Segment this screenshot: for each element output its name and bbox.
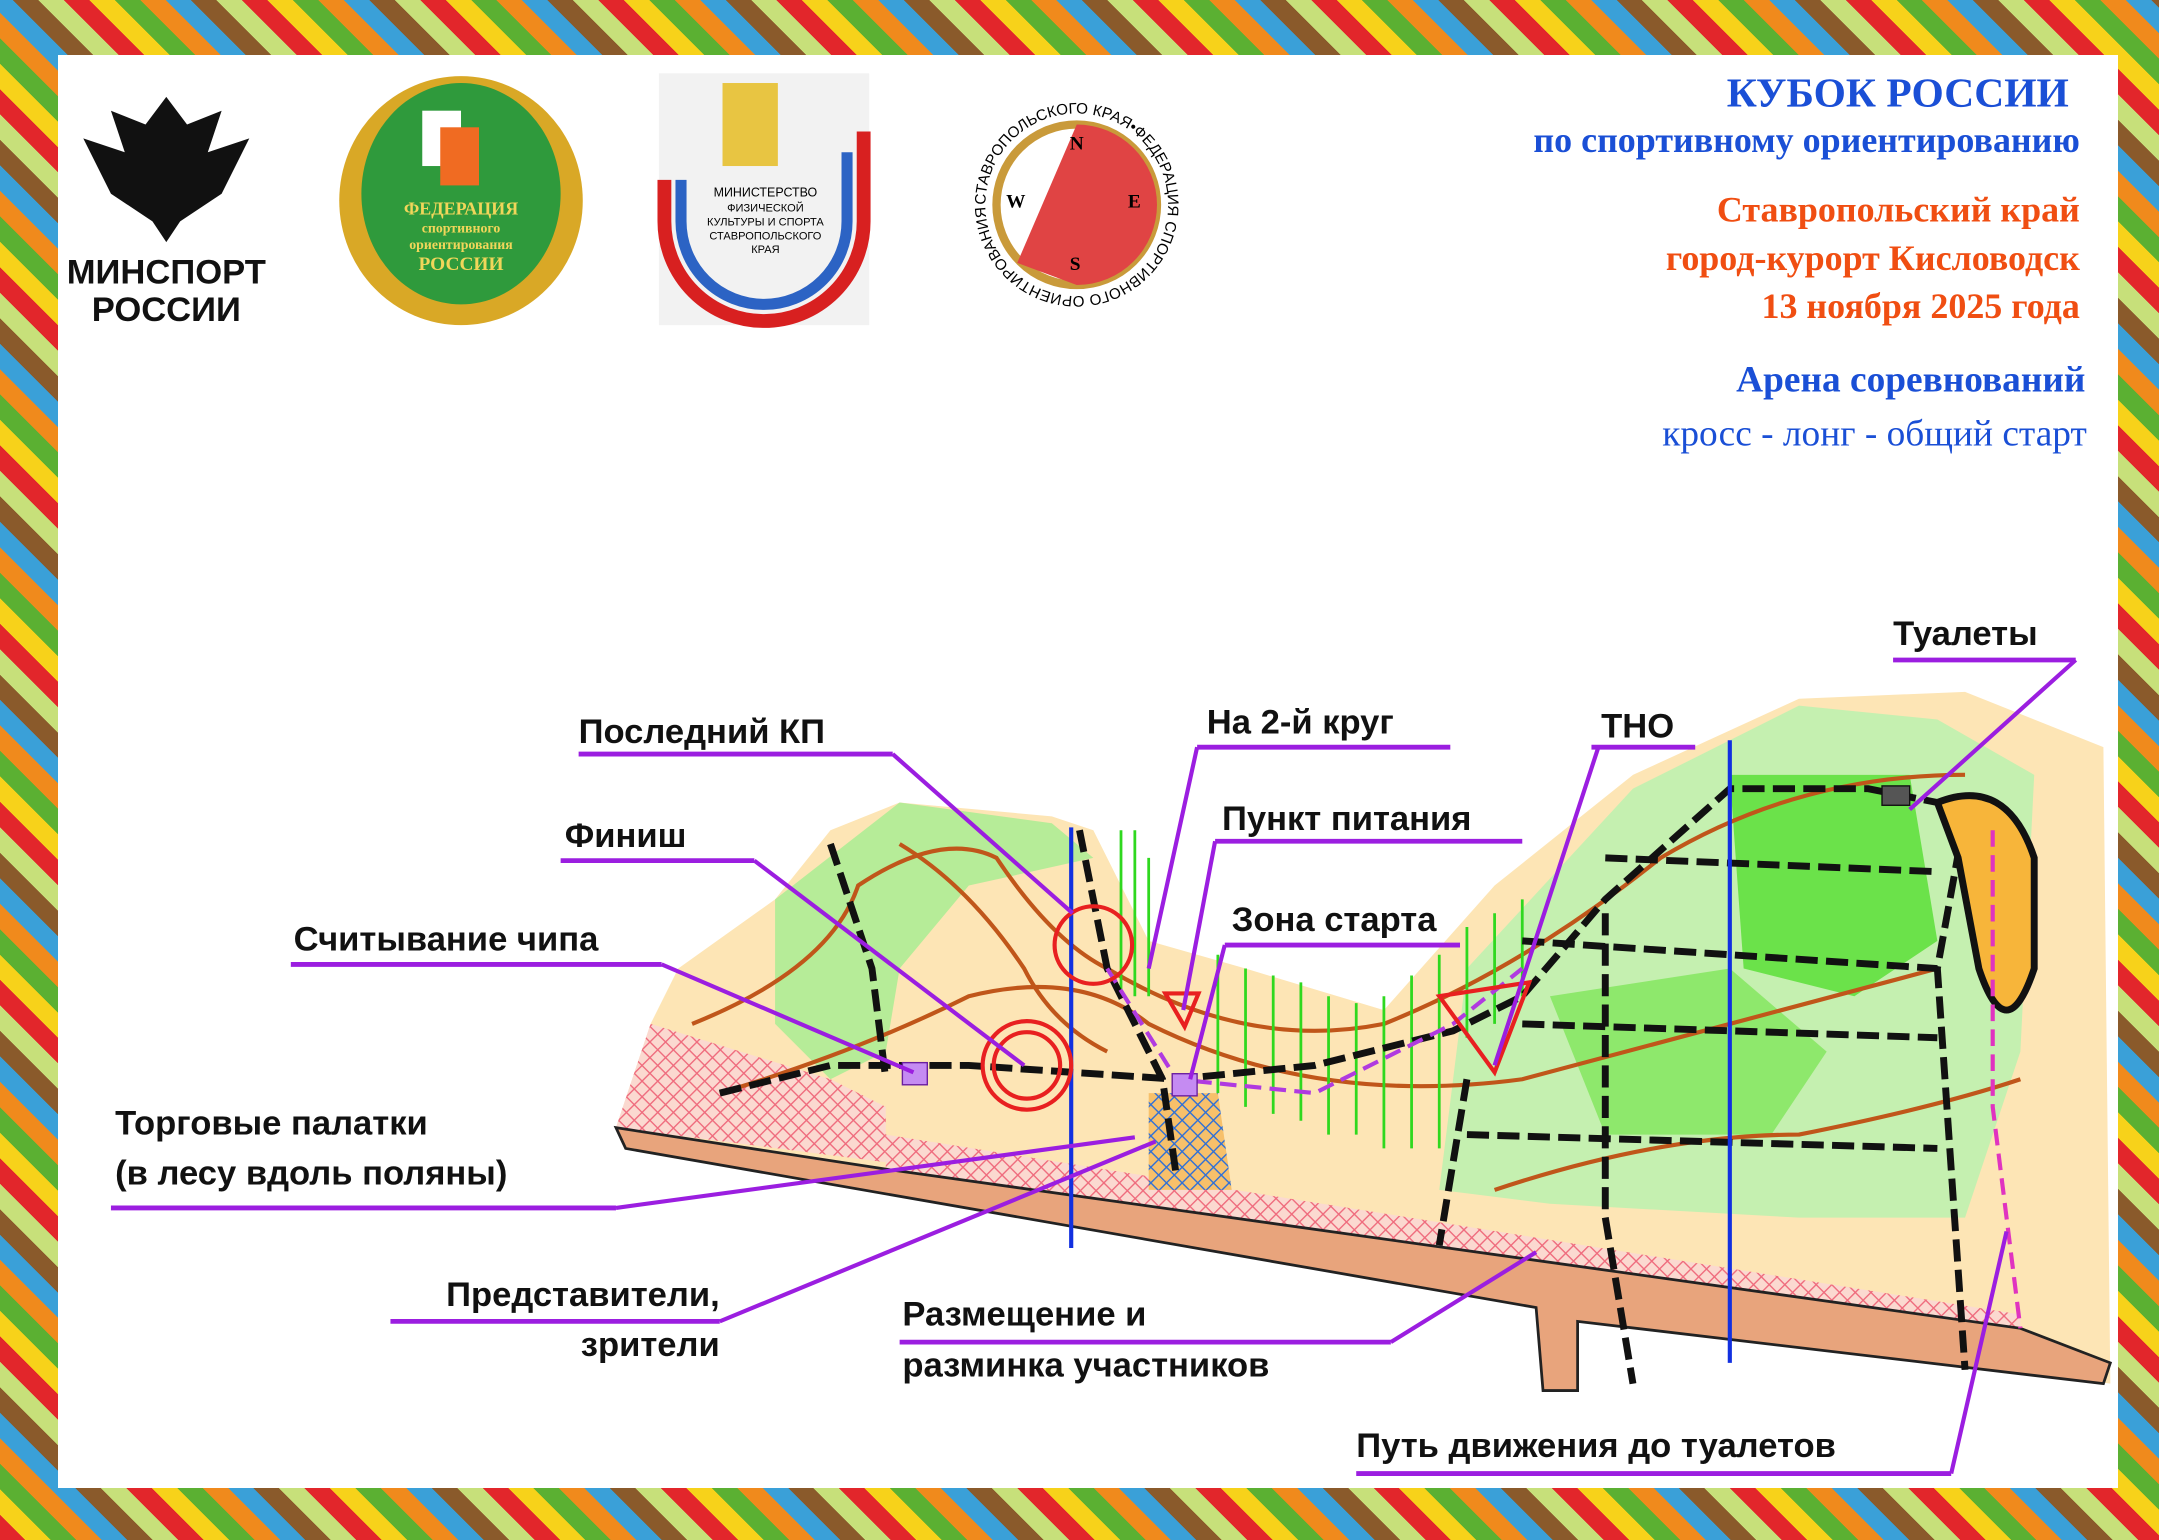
compass-s: S [1070,254,1081,275]
label-spectators: зрители [581,1326,720,1364]
event-region: Ставропольский край [1717,189,2080,229]
label-second-lap: На 2-й круг [1207,703,1394,741]
chip-reading-marker [901,1061,928,1086]
stavropol-federation-logo: СТАВРОПОЛЬСКОГО КРАЯ•ФЕДЕРАЦИЯ СПОРТИВНО… [972,100,1181,309]
ministry-text: КРАЯ [751,244,779,256]
minsport-text: МИНСПОРТ [67,254,266,292]
ministry-text: КУЛЬТУРЫ И СПОРТА [707,217,824,229]
last-control-circle [1052,904,1135,986]
label-tno: ТНО [1601,707,1674,745]
compass-w: W [1006,192,1026,213]
toilet-building [1881,785,1911,806]
header: КУБОК РОССИИ по спортивному ориентирован… [1533,70,2086,455]
finish-circle-outer [980,1019,1074,1112]
toilet-route [1990,830,2023,1329]
federation-text: ФЕДЕРАЦИЯ [404,198,518,218]
map-labels: Последний КП На 2-й круг ТНО Туалеты Пун… [115,615,2038,1465]
compass-e: E [1128,192,1141,213]
course-route [1105,966,1524,1096]
label-finish: Финиш [565,817,687,855]
ministry-text: МИНИСТЕРСТВО [714,185,818,199]
race-format: кросс - лонг - общий старт [1662,414,2087,455]
federation-text: ориентирования [409,237,513,252]
label-chip-reading: Считывание чипа [294,921,600,959]
event-subtitle: по спортивному ориентированию [1533,120,2079,160]
arena-map [613,691,2113,1392]
food-point-cup [1161,991,1202,1032]
label-warmup: Размещение и [902,1296,1146,1334]
label-tents: Торговые палатки [115,1105,428,1143]
event-date: 13 ноября 2025 года [1761,286,2079,326]
federation-text: спортивного [422,220,501,235]
federation-text: РОССИИ [418,254,503,275]
event-city: город-курорт Кисловодск [1666,238,2080,278]
label-representatives: Представители, [446,1276,720,1314]
label-start-zone: Зона старта [1232,901,1438,939]
label-tents-note: (в лесу вдоль поляны) [115,1154,507,1192]
ministry-text: ФИЗИЧЕСКОЙ [727,202,804,215]
label-toilet-path: Путь движения до туалетов [1356,1427,1836,1465]
label-warmup-2: разминка участников [902,1347,1269,1385]
start-marker [1171,1073,1198,1097]
label-food-point: Пункт питания [1222,800,1471,838]
minsport-logo: МИНСПОРТ РОССИИ [67,96,266,329]
leader-lines [110,657,2078,1477]
label-toilets: Туалеты [1893,615,2038,653]
federation-logo: ФЕДЕРАЦИЯ спортивного ориентирования РОС… [339,76,583,326]
event-title: КУБОК РОССИИ [1727,70,2069,116]
section-title: Арена соревнований [1736,360,2085,401]
start-triangle [1435,979,1533,1077]
compass-n: N [1070,133,1084,154]
ministry-logo: МИНИСТЕРСТВО ФИЗИЧЕСКОЙ КУЛЬТУРЫ И СПОРТ… [657,73,871,328]
label-last-cp: Последний КП [579,713,825,751]
finish-circle-inner [991,1030,1063,1101]
minsport-text: РОССИИ [92,291,241,329]
ministry-text: СТАВРОПОЛЬСКОГО [709,230,821,242]
